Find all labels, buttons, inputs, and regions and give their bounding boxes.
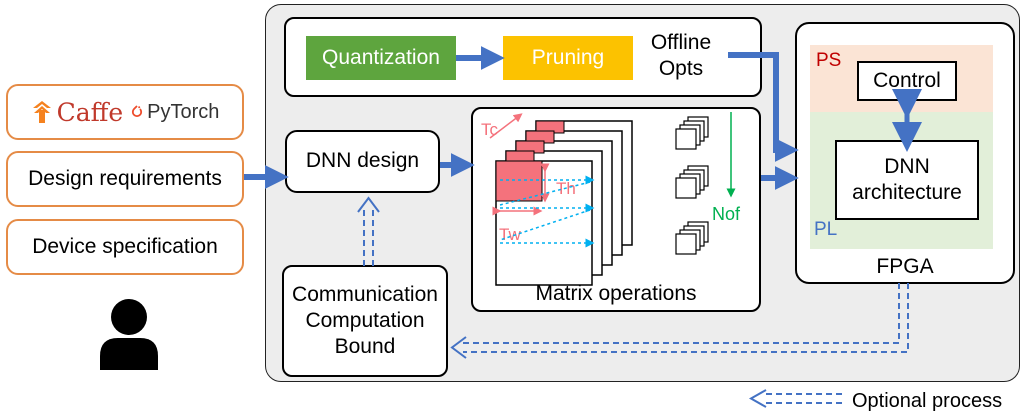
legend-optional-process-label: Optional process [852,390,1003,412]
tile-blocks [495,120,565,202]
caffe-label: Caffe [56,97,124,127]
ps-label: PS [816,50,842,71]
quantization-label: Quantization [322,46,440,69]
design-requirements-box: Design requirements [6,151,244,207]
pytorch-label: PyTorch [147,100,220,123]
tc-arrow [489,113,523,139]
matrix-operations-title: Matrix operations [535,281,697,305]
offline-opts-text: Offline Opts [650,30,712,80]
tc-label: Tc [481,120,499,139]
pytorch-icon [131,104,143,120]
pruning-box: Pruning [503,36,633,80]
dnn-architecture-box: DNN architecture [835,140,979,220]
quantization-box: Quantization [306,36,456,80]
pruning-label: Pruning [531,46,605,69]
kernel-stacks [675,116,709,255]
traversal-path [499,175,595,248]
pl-label: PL [814,219,838,240]
caffe-icon [31,100,53,124]
arrow-offline-to-fpga [728,52,799,162]
design-requirements-label: Design requirements [28,166,222,190]
user-icon [96,298,162,370]
tw-label: Tw [499,225,521,244]
device-specification-box: Device specification [6,219,244,275]
bound-box: Communication Computation Bound [282,265,448,377]
device-specification-label: Device specification [32,234,218,258]
optional-arrow-fpga-to-bound [450,283,909,359]
legend-dashed-arrow-icon [748,389,842,408]
frameworks-box: Caffe PyTorch [6,84,244,140]
offline-opts-label: Offline Opts [636,21,726,91]
nof-label: Nof [712,204,741,224]
dnn-design-box: DNN design [285,130,440,193]
dnn-design-label: DNN design [305,149,420,173]
bound-label: Communication Computation Bound [292,282,438,359]
fpga-label: FPGA [876,254,934,278]
control-label: Control [873,68,941,92]
dnn-architecture-label: DNN architecture [852,154,962,204]
optional-arrow-bound-to-dnn-design [357,196,380,266]
